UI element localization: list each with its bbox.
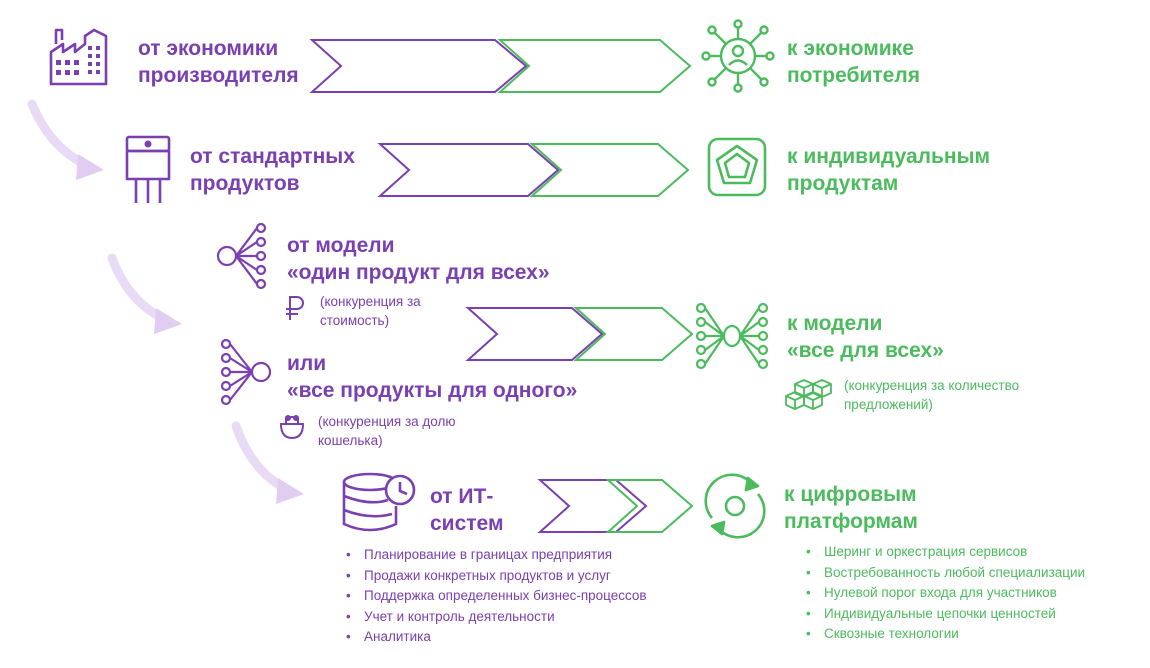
- row2-chevron-from: [377, 143, 560, 197]
- row3-from-note: (конкуренция за стоимость): [320, 294, 421, 328]
- row2-chevron-to: [529, 143, 690, 197]
- row2-to-text: к индивидуальным продуктам: [787, 145, 991, 195]
- list-item: Учет и контроль деятельности: [344, 607, 647, 628]
- platform-cycle-icon: [704, 473, 766, 539]
- digital-platforms-bullet-list: Шеринг и оркестрация сервисов Востребова…: [804, 542, 1085, 645]
- row1-to-text: к экономике потребителя: [787, 37, 920, 87]
- standard-product-icon: [125, 135, 171, 203]
- row3-chevron-from: [465, 307, 604, 361]
- curve-arrow-3: [231, 421, 304, 504]
- individual-product-icon: [707, 137, 767, 197]
- list-item: Нулевой порог входа для участников: [804, 583, 1085, 604]
- factory-icon: [49, 28, 108, 86]
- list-item: Аналитика: [344, 627, 647, 648]
- cubes-icon: [785, 379, 832, 410]
- list-item: Сквозные технологии: [804, 624, 1085, 645]
- row3-alt-text: или «все продукты для одного»: [287, 352, 578, 402]
- curve-arrow-2: [107, 253, 182, 334]
- row4-to-text: к цифровым платформам: [784, 483, 918, 533]
- ruble-icon: [286, 296, 304, 320]
- one-to-many-icon: [216, 222, 267, 290]
- row2-from-text: от стандартных продуктов: [190, 145, 355, 195]
- database-clock-icon: [342, 472, 416, 532]
- row3-to-note: (конкуренция за количество предложений): [844, 378, 1020, 412]
- list-item: Востребованность любой специализации: [804, 563, 1085, 584]
- row4-chevron-to: [605, 479, 694, 533]
- list-item: Индивидуальные цепочки ценностей: [804, 604, 1085, 625]
- row3-alt-note: (конкуренция за долю кошелька): [318, 414, 456, 448]
- row3-chevron-to: [573, 307, 694, 361]
- consumer-network-icon: [701, 19, 775, 93]
- curve-arrow-1: [27, 99, 104, 180]
- wallet-icon: [279, 415, 305, 440]
- list-item: Поддержка определенных бизнес-процессов: [344, 586, 647, 607]
- row1-from-text: от экономики производителя: [138, 37, 299, 87]
- it-systems-bullet-list: Планирование в границах предприятия Прод…: [344, 545, 647, 648]
- many-to-many-icon: [695, 302, 769, 370]
- many-to-one-icon: [220, 338, 272, 406]
- list-item: Шеринг и оркестрация сервисов: [804, 542, 1085, 563]
- list-item: Продажи конкретных продуктов и услуг: [344, 566, 647, 587]
- list-item: Планирование в границах предприятия: [344, 545, 647, 566]
- row3-to-text: к модели «все для всех»: [787, 312, 944, 362]
- row1-chevron-from: [309, 39, 528, 93]
- row1-chevron-to: [497, 39, 692, 93]
- row3-from-text: от модели «один продукт для всех»: [287, 234, 550, 284]
- row4-from-text: от ИТ- систем: [430, 485, 504, 535]
